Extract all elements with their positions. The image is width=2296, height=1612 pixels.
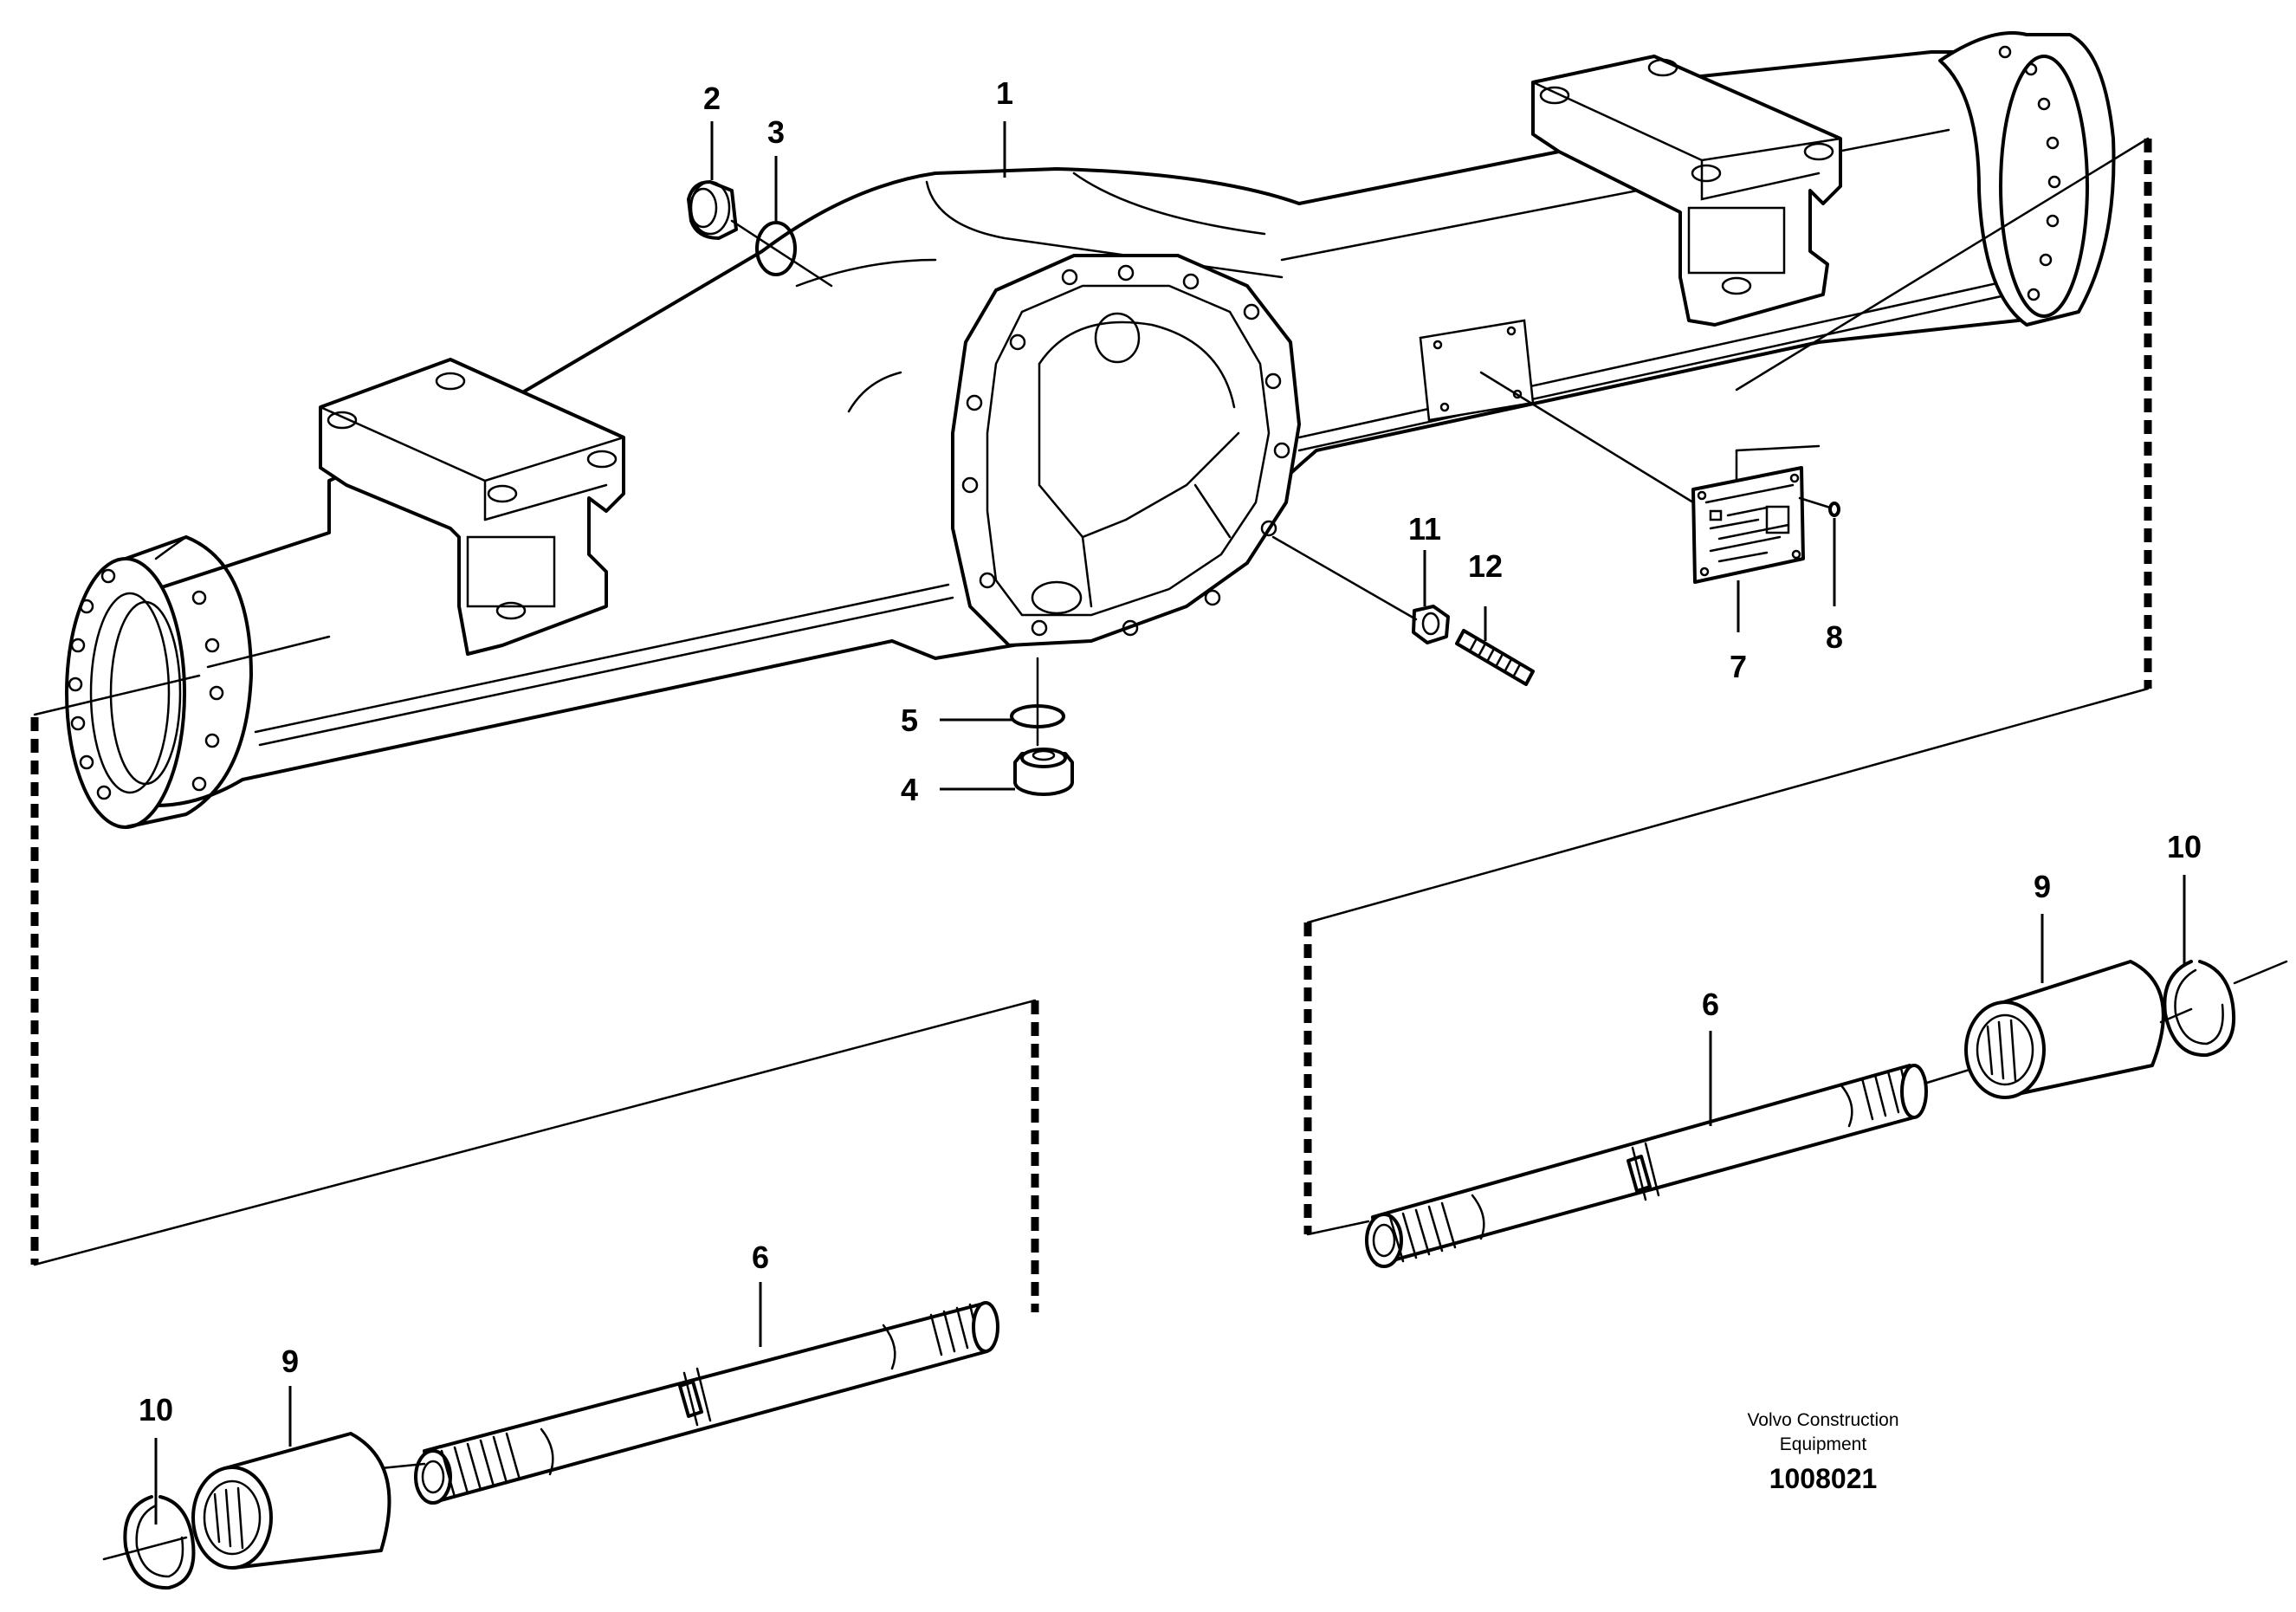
sleeve-part-9-left bbox=[191, 1432, 391, 1570]
nameplate-part-7 bbox=[1691, 466, 1805, 584]
nut-part-11 bbox=[1412, 605, 1450, 644]
callout-3: 3 bbox=[767, 114, 785, 150]
snap-ring-part-10-left bbox=[123, 1495, 196, 1590]
callout-10-left: 10 bbox=[139, 1392, 173, 1427]
o-ring-part-3 bbox=[755, 221, 797, 276]
drive-shaft-right bbox=[1365, 1064, 1928, 1268]
callout-2: 2 bbox=[703, 81, 721, 116]
callout-7: 7 bbox=[1730, 649, 1747, 684]
stud-part-12 bbox=[1455, 629, 1535, 686]
callout-11: 11 bbox=[1408, 511, 1441, 547]
rivet-part-8 bbox=[1828, 502, 1840, 517]
callout-6-left: 6 bbox=[752, 1240, 769, 1275]
drain-plug-part-4 bbox=[1013, 748, 1074, 796]
sleeve-part-9-right bbox=[1964, 960, 2165, 1099]
callout-12: 12 bbox=[1468, 548, 1503, 584]
callout-1: 1 bbox=[996, 75, 1013, 111]
drive-shaft-left bbox=[414, 1301, 999, 1505]
callout-9-left: 9 bbox=[281, 1343, 299, 1379]
axle-housing bbox=[65, 31, 2116, 829]
cutaway-boundary-lines bbox=[30, 137, 2152, 1312]
callout-6-right: 6 bbox=[1702, 987, 1719, 1022]
brand-name-line-2: Equipment bbox=[1780, 1434, 1867, 1454]
plug-part-2 bbox=[687, 180, 738, 240]
callout-10-right: 10 bbox=[2167, 829, 2202, 864]
callout-4: 4 bbox=[901, 772, 918, 807]
callout-leaders bbox=[154, 121, 2186, 1525]
callout-8: 8 bbox=[1826, 619, 1843, 655]
callout-9-right: 9 bbox=[2034, 869, 2051, 904]
brand-name-line-1: Volvo Construction bbox=[1747, 1410, 1898, 1430]
drawing-number: 1008021 bbox=[1769, 1463, 1878, 1494]
callout-5: 5 bbox=[901, 702, 918, 738]
snap-ring-part-10-right bbox=[2163, 960, 2236, 1058]
